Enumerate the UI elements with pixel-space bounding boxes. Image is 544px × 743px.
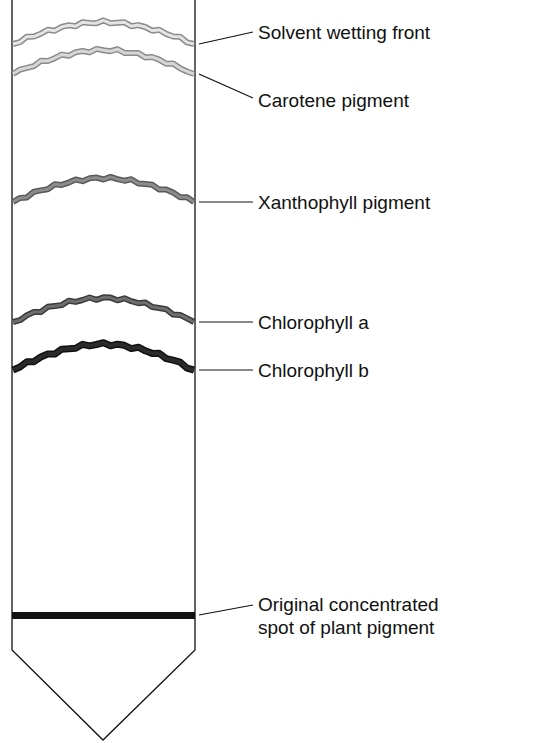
band-outline bbox=[13, 297, 194, 322]
band-outline bbox=[13, 177, 194, 202]
band-fill bbox=[13, 297, 194, 322]
pigment-label: Original concentrated spot of plant pigm… bbox=[258, 593, 473, 639]
band-outline bbox=[13, 49, 194, 74]
pigment-bands bbox=[13, 20, 194, 370]
band-fill bbox=[13, 20, 194, 44]
band-fill bbox=[13, 177, 194, 202]
paper-strip bbox=[12, 0, 195, 740]
pigment-label: Chlorophyll b bbox=[258, 359, 369, 382]
band-fill bbox=[13, 49, 194, 74]
pigment-label: Solvent wetting front bbox=[258, 21, 430, 44]
leader-lines bbox=[199, 32, 253, 615]
pigment-label: Carotene pigment bbox=[258, 89, 409, 112]
band-outline bbox=[13, 343, 194, 370]
pigment-label: Xanthophyll pigment bbox=[258, 191, 430, 214]
band-outline bbox=[13, 20, 194, 44]
band-fill bbox=[13, 343, 194, 370]
pigment-label: Chlorophyll a bbox=[258, 311, 369, 334]
original-spot bbox=[12, 612, 195, 619]
